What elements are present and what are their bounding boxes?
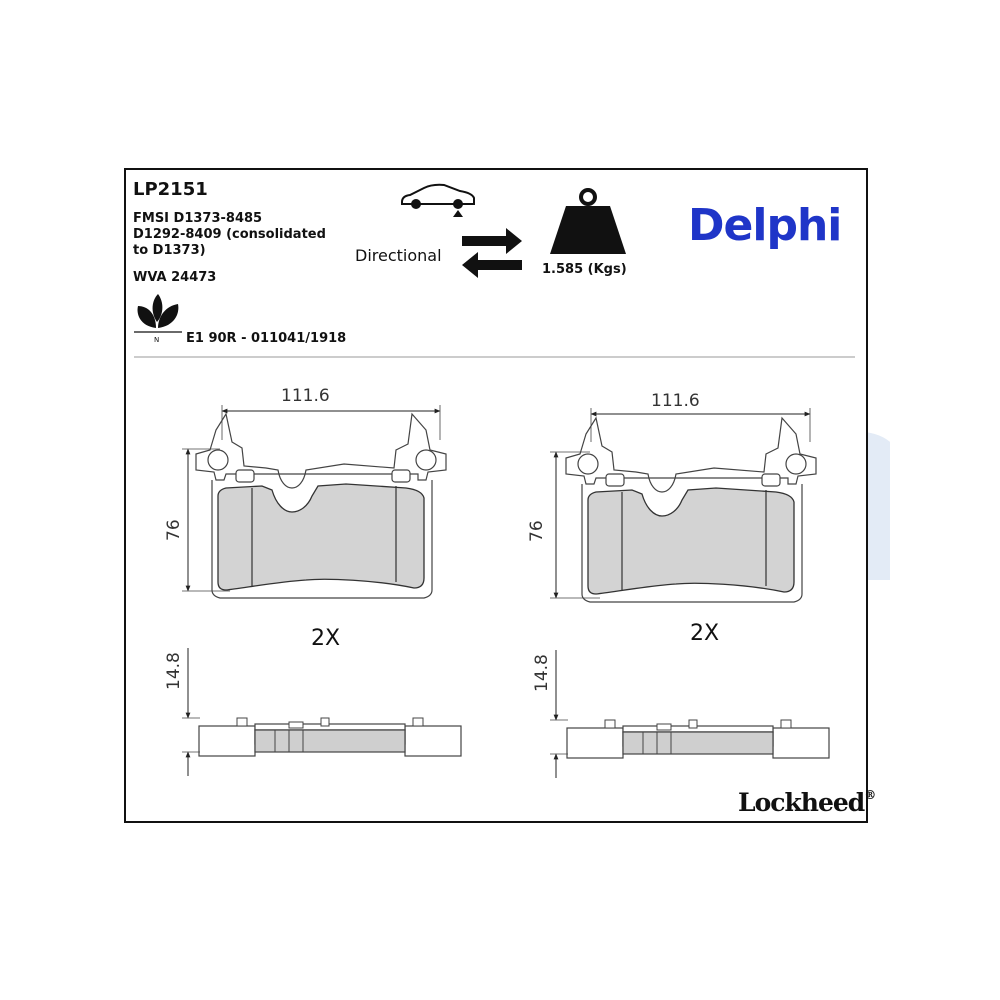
- thickness-dim-right: 14.8: [532, 654, 552, 692]
- wva-number: WVA 24473: [133, 270, 217, 285]
- eco-leaf-icon: N: [134, 294, 182, 344]
- approval-number: E1 90R - 011041/1918: [186, 331, 347, 346]
- sub-brand-label: Lockheed: [738, 788, 865, 817]
- weight-icon: [550, 188, 626, 254]
- height-dim-left: 76: [164, 519, 184, 541]
- width-dim-left: 111.6: [281, 386, 330, 406]
- pad-side-left: [198, 717, 462, 757]
- car-wear-sensor-icon: [401, 183, 475, 217]
- height-dim-right: 76: [527, 520, 547, 542]
- width-dim-right: 111.6: [651, 391, 700, 411]
- thickness-dim-left: 14.8: [164, 652, 184, 690]
- fmsi-references: FMSI D1373-8485 D1292-8409 (consolidated…: [133, 211, 326, 258]
- pad-face-left: [195, 413, 447, 599]
- sub-brand-logo: Lockheed®: [738, 788, 876, 817]
- weight-value: 1.585 (Kgs): [542, 262, 627, 277]
- pad-side-right: [566, 719, 830, 759]
- direction-arrows-icon: [462, 228, 522, 278]
- quantity-right: 2X: [690, 621, 720, 646]
- pad-face-right: [565, 417, 817, 603]
- svg-text:N: N: [154, 336, 159, 344]
- directional-label: Directional: [355, 246, 442, 265]
- product-code: LP2151: [133, 179, 208, 200]
- brand-logo: Delphi: [688, 200, 842, 251]
- quantity-left: 2X: [311, 626, 341, 651]
